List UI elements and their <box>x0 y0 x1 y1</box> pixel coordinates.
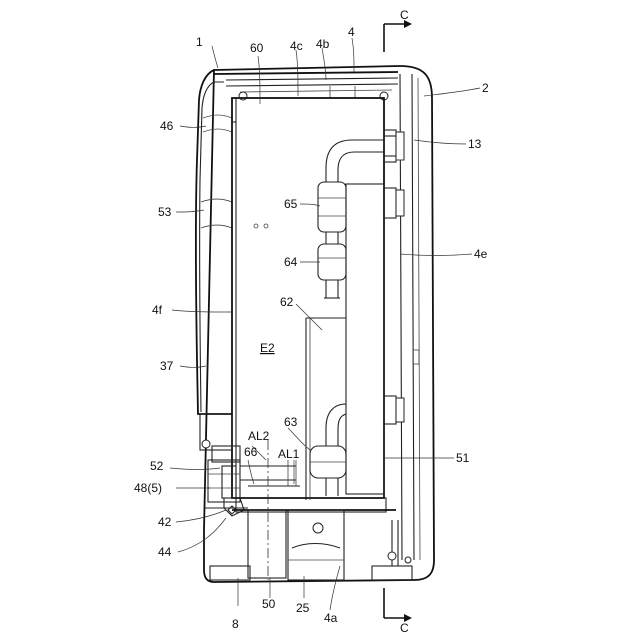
label-13: 13 <box>468 137 482 151</box>
section-label-bottom: C <box>400 621 409 635</box>
label-4b: 4b <box>316 37 330 51</box>
fitting-65 <box>318 182 346 232</box>
label-65: 65 <box>284 197 298 211</box>
label-4f: 4f <box>152 303 163 317</box>
drain-channel <box>248 510 286 578</box>
section-marker-top: C <box>384 8 412 52</box>
reference-labels: 1 2 4 4b 4c 60 13 4e 51 46 53 4f 37 65 6… <box>134 25 489 631</box>
heat-exchanger <box>346 184 384 494</box>
label-8: 8 <box>232 617 239 631</box>
label-e2: E2 <box>260 341 275 355</box>
label-63: 63 <box>284 415 298 429</box>
label-al2: AL2 <box>248 429 270 443</box>
label-4c: 4c <box>290 39 303 53</box>
label-62: 62 <box>280 295 294 309</box>
label-4a: 4a <box>324 611 338 625</box>
label-1: 1 <box>196 35 203 49</box>
section-label-top: C <box>400 8 409 22</box>
label-66: 66 <box>244 445 258 459</box>
label-52: 52 <box>150 459 164 473</box>
label-50: 50 <box>262 597 276 611</box>
pump-25 <box>288 510 344 580</box>
label-42: 42 <box>158 515 172 529</box>
label-64: 64 <box>284 255 298 269</box>
label-4: 4 <box>348 25 355 39</box>
label-al1: AL1 <box>278 447 300 461</box>
label-44: 44 <box>158 545 172 559</box>
label-60: 60 <box>250 41 264 55</box>
section-marker-bottom: C <box>384 588 412 635</box>
label-48: 48(5) <box>134 481 162 495</box>
label-51: 51 <box>456 451 470 465</box>
pipe-upper <box>326 140 384 182</box>
label-4e: 4e <box>474 247 488 261</box>
label-25: 25 <box>296 601 310 615</box>
label-53: 53 <box>158 205 172 219</box>
label-37: 37 <box>160 359 174 373</box>
label-46: 46 <box>160 119 174 133</box>
fitting-64 <box>318 244 346 280</box>
label-2: 2 <box>482 81 489 95</box>
